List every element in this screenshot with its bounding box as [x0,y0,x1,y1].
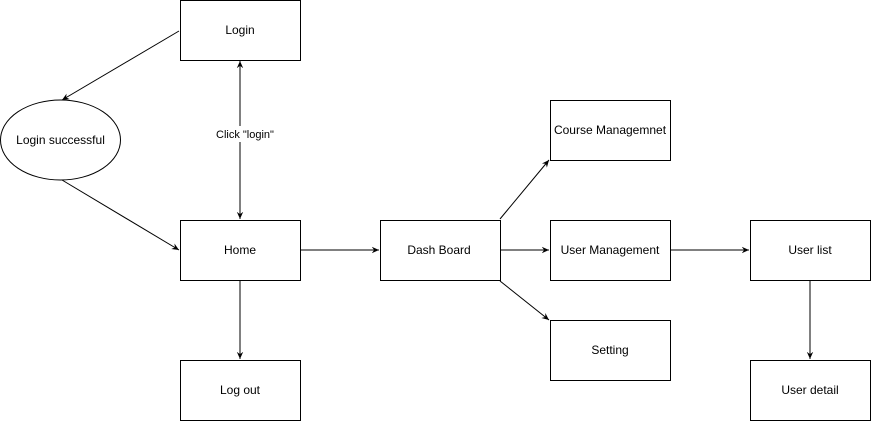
node-label-login: Login [225,23,254,37]
node-label-course-management: Course Managemnet [554,123,667,137]
edge-login-successful-to-home [61,179,180,251]
node-dash-board: Dash Board [380,220,501,281]
node-login: Login [180,0,301,61]
node-label-user-management: User Management [561,243,660,257]
node-setting: Setting [550,320,671,381]
node-log-out: Log out [180,360,301,421]
edge-label-click-login: Click "login" [216,129,274,141]
node-course-management: Course Managemnet [550,100,671,161]
node-label-setting: Setting [591,343,628,357]
node-label-user-list: User list [788,243,832,257]
node-label-home: Home [224,243,256,257]
node-label-dash-board: Dash Board [407,243,470,257]
node-label-login-successful: Login successful [16,133,105,147]
edge-login-to-login-successful [61,30,180,101]
node-label-user-detail: User detail [781,383,838,397]
edge-dash-board-to-course-management [499,159,550,220]
node-user-management: User Management [550,220,671,281]
edge-dash-board-to-setting [499,280,550,321]
edge-label-background [212,126,276,142]
node-label-log-out: Log out [220,383,261,397]
node-user-detail: User detail [750,360,871,421]
node-login-successful: Login successful [0,99,121,181]
node-home: Home [180,220,301,281]
node-user-list: User list [750,220,871,281]
